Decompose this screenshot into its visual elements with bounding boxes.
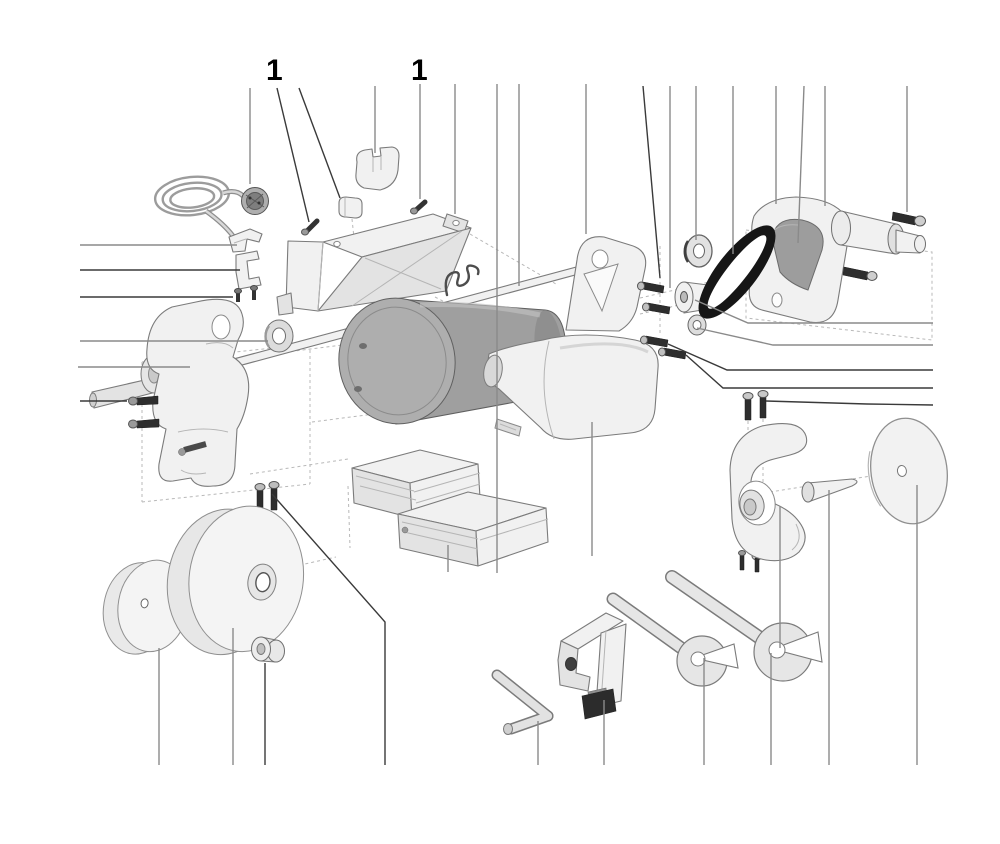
leader-line — [276, 87, 310, 223]
wheel-flange-nut — [251, 636, 285, 663]
tool-rest-rail-lower — [397, 491, 549, 567]
callout-1-second: 1 — [411, 54, 428, 87]
bearing-washer — [264, 319, 294, 353]
tool-rest-clamp — [557, 612, 627, 720]
allen-key — [491, 669, 554, 735]
pulley-nut — [687, 314, 707, 336]
small-screw-left — [301, 218, 320, 236]
leader-line — [797, 85, 805, 244]
leader-line — [271, 493, 386, 765]
leader-line — [765, 400, 934, 406]
spindle-arm — [748, 196, 926, 324]
leader-line — [696, 327, 933, 346]
leader-lines-misc — [447, 422, 781, 648]
open-end-wrench-small — [606, 592, 739, 687]
cable-clamp-lower — [235, 250, 262, 290]
backing-disc — [102, 559, 190, 655]
arm-screw — [842, 266, 878, 281]
leader-line — [667, 343, 933, 371]
leader-lines-bottom — [158, 485, 918, 765]
small-screw-right — [410, 199, 428, 215]
buffing-wheel — [867, 417, 948, 525]
callout-1-first: 1 — [266, 54, 283, 87]
wheel-set-screws — [254, 481, 280, 511]
drive-belt — [698, 225, 776, 319]
guard-screws — [742, 390, 769, 421]
pulley-screws — [637, 281, 687, 360]
power-cord-plug — [153, 175, 269, 238]
top-cover — [276, 213, 472, 316]
leader-line — [694, 299, 933, 324]
right-bearing-bracket — [565, 236, 647, 332]
hex-nut — [338, 196, 363, 219]
wheel-guard — [729, 423, 808, 562]
tapered-arbor — [801, 478, 858, 503]
grinding-wheel — [166, 505, 305, 656]
cable-clamp-upper — [228, 228, 263, 253]
main-housing — [483, 334, 659, 440]
leader-lines-left — [78, 244, 268, 402]
spring-clip — [444, 264, 480, 297]
tool-rest-rail-upper — [351, 449, 481, 519]
leader-lines-right — [667, 299, 934, 406]
mounting-screws — [128, 395, 207, 456]
leader-lines-top — [249, 84, 908, 573]
cable-clamp-screws — [234, 285, 258, 302]
washer — [683, 234, 713, 268]
leader-line — [642, 85, 661, 279]
left-stand-bracket — [140, 298, 250, 487]
open-end-wrench-large — [665, 570, 823, 682]
spindle-screw — [891, 211, 926, 227]
leader-line — [685, 354, 933, 389]
brush-holder-bracket — [355, 146, 400, 191]
leader-line — [298, 87, 341, 199]
